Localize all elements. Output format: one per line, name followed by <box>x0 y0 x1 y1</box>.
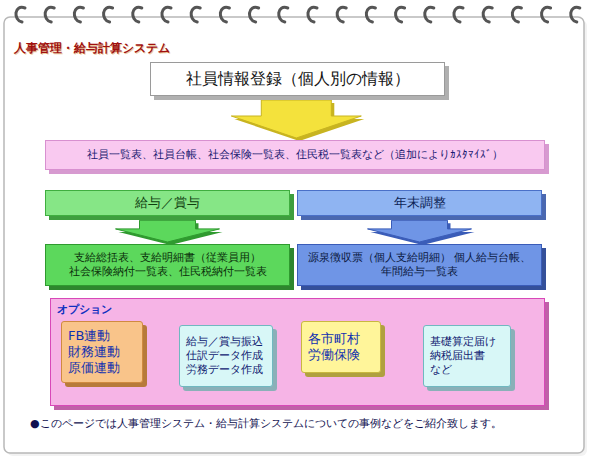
output-box: 源泉徴収票（個人支給明細） 個人給与台帳、年間給与一覧表 <box>297 244 542 286</box>
spiral-ring <box>396 7 405 22</box>
node-label: 社員情報登録（個人別の情報） <box>186 69 410 89</box>
spiral-ring <box>337 7 346 22</box>
spiral-ring <box>454 7 463 22</box>
spiral-ring <box>162 7 171 22</box>
process-box: 給与／賞与 <box>45 190 290 216</box>
spiral-ring <box>542 7 551 22</box>
caption: ●このページでは人事管理システム・給与計算システムについての事例などをご紹介致し… <box>30 416 502 431</box>
spiral-ring <box>308 7 317 22</box>
block-arrow <box>231 100 361 138</box>
node-label: 給与／賞与 <box>135 195 200 211</box>
output-box: 支給総括表、支給明細書（従業員用） 社会保険納付一覧表、住民税納付一覧表 <box>45 244 290 286</box>
node-label: FB連動 財務連動 原価連動 <box>68 328 136 377</box>
node-label: 基礎算定届け 納税届出書 など <box>430 335 504 376</box>
node-label: 支給総括表、支給明細書（従業員用） 社会保険納付一覧表、住民税納付一覧表 <box>52 251 283 279</box>
notebook-page <box>4 17 584 453</box>
spiral-ring <box>45 7 54 22</box>
process-box: 社員情報登録（個人別の情報） <box>150 62 445 96</box>
spiral-ring <box>191 7 200 22</box>
node-label: 給与／賞与振込 仕訳データ作成 労務データ作成 <box>186 335 266 376</box>
spiral-ring <box>220 7 229 22</box>
spiral-ring <box>74 7 83 22</box>
output-box: 給与／賞与振込 仕訳データ作成 労務データ作成 <box>179 325 273 387</box>
node-label: 各市町村 労働保険 <box>308 331 374 364</box>
block-arrow <box>368 220 472 242</box>
block-arrow <box>116 220 220 242</box>
spiral-ring <box>425 7 434 22</box>
output-box: 基礎算定届け 納税届出書 など <box>423 325 511 387</box>
diagram-title: 人事管理・給与計算システム <box>14 40 170 57</box>
spiral-ring <box>512 7 521 22</box>
spiral-ring <box>571 7 580 22</box>
panel-heading: オプション <box>57 303 112 317</box>
spiral-ring <box>483 7 492 22</box>
option-box: 各市町村 労働保険 <box>301 321 381 373</box>
option-box: FB連動 財務連動 原価連動 <box>61 321 143 383</box>
spiral-ring <box>250 7 259 22</box>
spiral-ring <box>104 7 113 22</box>
process-box: 年末調整 <box>297 190 542 216</box>
spiral-ring <box>279 7 288 22</box>
spiral-ring <box>16 7 25 22</box>
node-label: 源泉徴収票（個人支給明細） 個人給与台帳、年間給与一覧表 <box>304 251 535 279</box>
node-label: 年末調整 <box>394 195 446 211</box>
spiral-ring <box>366 7 375 22</box>
node-label: 社員一覧表、社員台帳、社会保険一覧表、住民税一覧表など（追加によりｶｽﾀﾏｲｽﾞ… <box>87 148 503 162</box>
spiral-rings <box>16 7 580 22</box>
output-band: 社員一覧表、社員台帳、社会保険一覧表、住民税一覧表など（追加によりｶｽﾀﾏｲｽﾞ… <box>45 140 545 170</box>
spiral-ring <box>133 7 142 22</box>
option-panel: オプション FB連動 財務連動 原価連動 給与／賞与振込 仕訳データ作成 労務データ… <box>50 298 545 406</box>
